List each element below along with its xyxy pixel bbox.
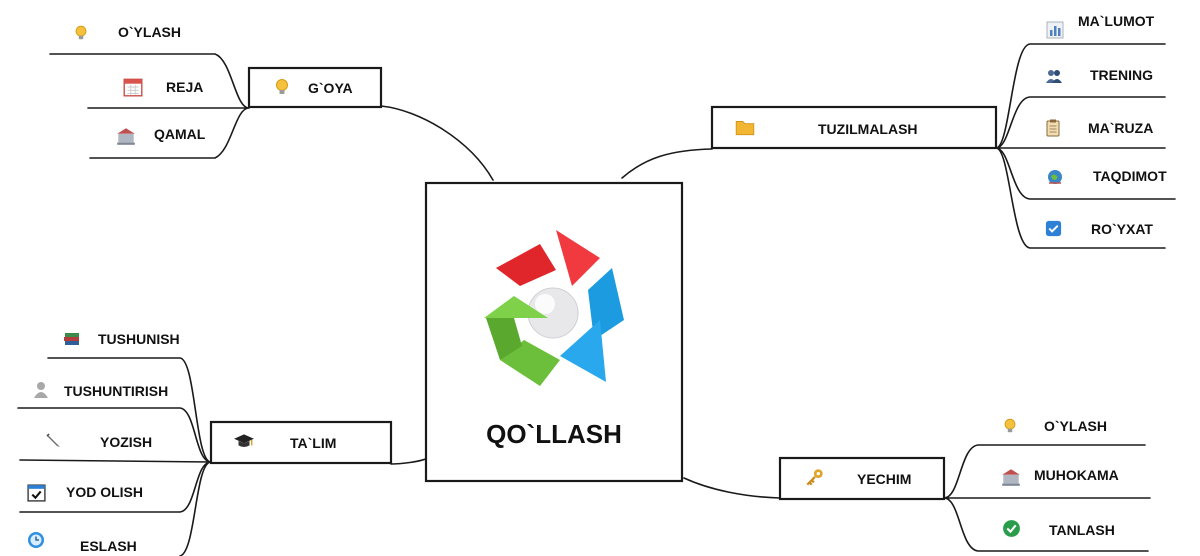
node-tuzilmalash-maruza[interactable]: MA`RUZA: [1046, 119, 1153, 137]
node-yechim-muhokama[interactable]: MUHOKAMA: [1002, 467, 1119, 486]
tuzilmalash-label: TUZILMALASH: [818, 121, 918, 137]
talim-yod-olish-label: YOD OLISH: [66, 484, 143, 500]
connector-tuzilmalash: [621, 148, 713, 179]
connector-yechim: [683, 477, 781, 499]
center-label: QO`LLASH: [486, 419, 622, 449]
node-yechim-oylash[interactable]: O`YLASH: [1004, 418, 1107, 434]
talim-yozish-label: YOZISH: [100, 434, 152, 450]
connector-goya: [380, 105, 494, 181]
goya-label: G`OYA: [308, 80, 353, 96]
checkbox-icon: [1044, 219, 1063, 238]
yechim-tanlash-label: TANLASH: [1049, 522, 1115, 538]
people-icon: [1046, 70, 1062, 83]
node-tuzilmalash-trening[interactable]: TRENING: [1046, 67, 1153, 83]
yechim-muhokama-label: MUHOKAMA: [1034, 467, 1119, 483]
tuzilmalash-royxat-label: RO`YXAT: [1091, 221, 1153, 237]
lightbulb-icon: [1004, 418, 1016, 433]
node-tuzilmalash-malumot[interactable]: MA`LUMOT: [1046, 13, 1155, 39]
node-talim-eslash[interactable]: ESLASH: [27, 531, 137, 554]
calendar-check-icon: [27, 484, 46, 502]
pencil-icon: [46, 433, 61, 448]
talim-box: [209, 420, 393, 465]
node-talim-yod-olish[interactable]: YOD OLISH: [27, 484, 143, 502]
books-icon: [64, 333, 79, 345]
branch-talim[interactable]: TA`LIM: [209, 420, 393, 465]
bar-chart-icon: [1046, 21, 1064, 39]
yechim-oylash-label: O`YLASH: [1044, 418, 1107, 434]
node-tuzilmalash-royxat[interactable]: RO`YXAT: [1044, 219, 1154, 238]
connector-talim: [390, 457, 429, 465]
talim-tushuntirish-label: TUSHUNTIRISH: [64, 383, 168, 399]
node-goya-qamal[interactable]: QAMAL: [117, 126, 206, 145]
lightbulb-icon: [75, 25, 87, 40]
talim-tushunish-label: TUSHUNISH: [98, 331, 180, 347]
node-goya-oylash[interactable]: O`YLASH: [75, 24, 181, 40]
branch-tuzilmalash[interactable]: TUZILMALASH: [710, 105, 998, 150]
globe-icon: [1047, 169, 1063, 185]
yechim-box: [778, 456, 946, 501]
app-logo: [484, 230, 624, 386]
node-talim-yozish[interactable]: YOZISH: [46, 433, 152, 450]
node-yechim-tanlash[interactable]: TANLASH: [1002, 519, 1115, 538]
talim-child-lines: [17, 357, 212, 556]
calendar-icon: [123, 78, 143, 97]
clipboard-icon: [1046, 119, 1060, 137]
goya-oylash-label: O`YLASH: [118, 24, 181, 40]
talim-eslash-label: ESLASH: [80, 538, 137, 554]
node-tuzilmalash-taqdimot[interactable]: TAQDIMOT: [1047, 168, 1167, 185]
check-circle-icon: [1002, 519, 1021, 538]
talim-label: TA`LIM: [290, 435, 336, 451]
tuzilmalash-taqdimot-label: TAQDIMOT: [1093, 168, 1167, 184]
node-talim-tushuntirish[interactable]: TUSHUNTIRISH: [34, 382, 168, 399]
branch-yechim[interactable]: YECHIM: [778, 456, 946, 501]
goya-qamal-label: QAMAL: [154, 126, 206, 142]
goya-box: [247, 66, 383, 109]
clock-icon: [27, 531, 45, 549]
person-icon: [34, 382, 48, 398]
center-node[interactable]: QO`LLASH: [424, 181, 684, 483]
tuzilmalash-child-lines: [995, 43, 1176, 249]
yechim-child-lines: [943, 444, 1151, 552]
building-icon: [1002, 469, 1020, 486]
node-goya-reja[interactable]: REJA: [123, 78, 203, 97]
node-talim-tushunish[interactable]: TUSHUNISH: [64, 331, 180, 347]
building-icon: [117, 128, 135, 145]
tuzilmalash-malumot-label: MA`LUMOT: [1078, 13, 1155, 29]
tuzilmalash-box: [710, 105, 998, 150]
tuzilmalash-maruza-label: MA`RUZA: [1088, 120, 1153, 136]
branch-goya[interactable]: G`OYA: [247, 66, 383, 109]
tuzilmalash-trening-label: TRENING: [1090, 67, 1153, 83]
goya-child-lines: [49, 53, 250, 159]
yechim-label: YECHIM: [857, 471, 911, 487]
goya-reja-label: REJA: [166, 79, 203, 95]
folder-icon: [735, 121, 755, 136]
